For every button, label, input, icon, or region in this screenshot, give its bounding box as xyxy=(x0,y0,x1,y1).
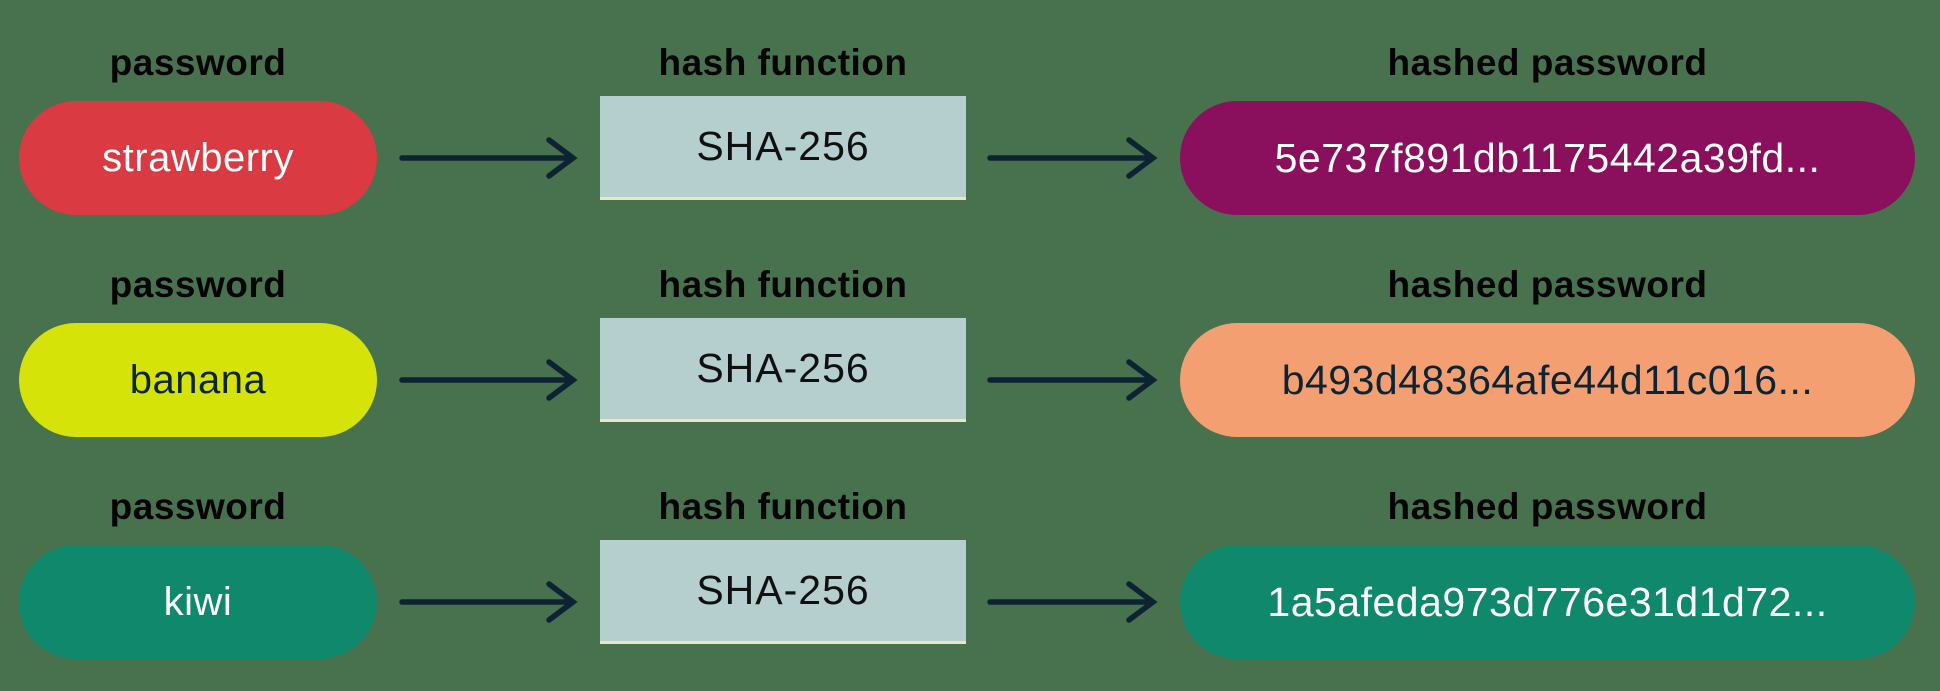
password-pill: kiwi xyxy=(19,545,377,659)
hashed-password-column: hashed password b493d48364afe44d11c016..… xyxy=(1180,265,1915,437)
hash-function-box: SHA-256 xyxy=(600,96,966,200)
password-label: password xyxy=(109,486,287,527)
right-arrow-icon xyxy=(966,323,1180,437)
hash-function-label: hash function xyxy=(658,264,908,305)
hash-row: password banana hash function SHA-256 ha… xyxy=(0,265,1940,437)
hash-function-column: hash function SHA-256 xyxy=(600,43,966,200)
password-label: password xyxy=(109,42,287,83)
right-arrow-icon xyxy=(966,545,1180,659)
hash-function-box: SHA-256 xyxy=(600,540,966,644)
hashed-password-label: hashed password xyxy=(1387,486,1708,527)
hashed-password-label: hashed password xyxy=(1387,42,1708,83)
hashed-password-pill: 1a5afeda973d776e31d1d72... xyxy=(1180,545,1915,659)
right-arrow-icon xyxy=(377,101,600,215)
hashed-password-pill: b493d48364afe44d11c016... xyxy=(1180,323,1915,437)
hash-function-column: hash function SHA-256 xyxy=(600,487,966,644)
hashed-password-label: hashed password xyxy=(1387,264,1708,305)
hashed-password-column: hashed password 5e737f891db1175442a39fd.… xyxy=(1180,43,1915,215)
hash-function-label: hash function xyxy=(658,42,908,83)
password-column: password kiwi xyxy=(19,487,377,659)
hashed-password-column: hashed password 1a5afeda973d776e31d1d72.… xyxy=(1180,487,1915,659)
password-pill: banana xyxy=(19,323,377,437)
password-column: password banana xyxy=(19,265,377,437)
hash-row: password strawberry hash function SHA-25… xyxy=(0,43,1940,215)
hash-function-label: hash function xyxy=(658,486,908,527)
password-label: password xyxy=(109,264,287,305)
hashed-password-pill: 5e737f891db1175442a39fd... xyxy=(1180,101,1915,215)
hash-function-column: hash function SHA-256 xyxy=(600,265,966,422)
hash-function-box: SHA-256 xyxy=(600,318,966,422)
right-arrow-icon xyxy=(377,323,600,437)
hash-row: password kiwi hash function SHA-256 hash… xyxy=(0,487,1940,659)
right-arrow-icon xyxy=(377,545,600,659)
password-pill: strawberry xyxy=(19,101,377,215)
password-column: password strawberry xyxy=(19,43,377,215)
right-arrow-icon xyxy=(966,101,1180,215)
